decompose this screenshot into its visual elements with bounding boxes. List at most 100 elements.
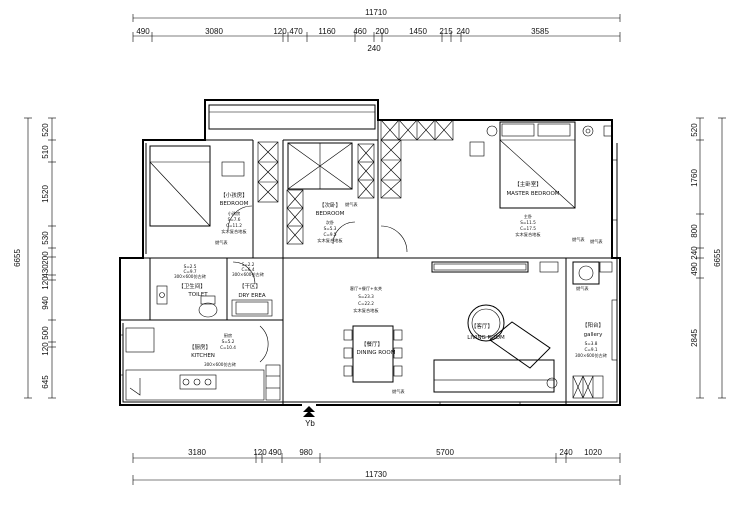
toilet-c: C=9.7 <box>183 269 196 274</box>
master-bedroom-note: 实木复合地板 <box>515 231 541 238</box>
dining-table <box>352 325 394 383</box>
right-dim-1: 520 <box>690 123 699 137</box>
dining-en: DINING ROOM <box>357 350 396 356</box>
gas-meter-label: 燃气表 <box>215 239 228 246</box>
kitchen-area-title: 厨房 <box>224 332 232 339</box>
second-bedroom: 【次卧】 BEDROOM 次卧 S=5.3 C=9.5 实木复合地板 燃气表 <box>287 142 358 245</box>
dry-area-note: 300×600仿古砖 <box>232 271 264 278</box>
dining-living-note: 实木复合地板 <box>353 307 379 314</box>
top-sub-dim: 240 <box>367 44 381 53</box>
desk <box>221 161 245 177</box>
dry-area: S=2.2 C=6.4 300×600仿古砖 【干区】 DRY EREA <box>231 261 273 317</box>
dining-living: 客厅+餐厅+玄关 S=23.3 C=22.2 实木复合地板 【餐厅】 DININ… <box>343 261 559 395</box>
top-dim-4: 470 <box>289 27 303 36</box>
toilet-cn: 【卫生间】 <box>178 282 206 290</box>
kids-bedroom-s: S=7.6 <box>228 217 241 222</box>
bottom-dim-5: 5700 <box>436 448 454 457</box>
toilet-bowl <box>198 302 218 318</box>
left-dim-5: 200 <box>41 251 50 265</box>
second-bedroom-en: BEDROOM <box>316 211 345 217</box>
left-dim-1: 520 <box>41 123 50 137</box>
balcony-s: S=3.8 <box>585 341 598 346</box>
top-dimensions: 11710 490 3080 120 470 1160 460 200 1450… <box>132 8 621 53</box>
stove <box>179 374 217 390</box>
left-dim-3: 1520 <box>41 185 50 203</box>
toilet-en: TOILET <box>187 292 208 298</box>
top-total-dim: 11710 <box>365 8 387 17</box>
left-dim-2: 510 <box>41 145 50 159</box>
kitchen-note: 300×600仿古砖 <box>204 361 236 368</box>
left-dim-9: 500 <box>41 326 50 340</box>
left-dim-10: 120 <box>41 342 50 356</box>
door-swing <box>232 261 256 285</box>
dry-area-cn: 【干区】 <box>239 283 261 290</box>
balcony: 【阳台】 gallery S=3.8 C=9.1 300×600仿古砖 燃气表 … <box>572 238 613 399</box>
second-bedroom-s: S=5.3 <box>324 226 337 231</box>
right-dim-4: 240 <box>690 246 699 260</box>
left-dimensions: 6655 520 510 1520 530 200 430 120 940 50… <box>13 117 56 399</box>
top-dim-9: 215 <box>439 27 453 36</box>
living-cn: 【客厅】 <box>471 322 493 330</box>
bed <box>499 121 576 209</box>
left-dim-11: 645 <box>41 375 50 389</box>
right-dim-6: 2845 <box>690 329 699 347</box>
bottom-dim-4: 980 <box>299 448 313 457</box>
entrance: Yb <box>302 403 316 428</box>
balcony-note: 300×600仿古砖 <box>575 352 607 359</box>
toilet-note: 300×600仿古砖 <box>174 273 206 280</box>
top-dim-7: 200 <box>375 27 389 36</box>
master-bedroom-cn: 【主卧室】 <box>514 180 542 188</box>
bed <box>149 145 211 227</box>
gas-meter-label: 燃气表 <box>392 388 405 395</box>
left-dim-6: 430 <box>41 264 50 278</box>
kitchen-c: C=10.4 <box>220 345 236 350</box>
washbasin <box>231 299 273 317</box>
kitchen-cn: 【厨房】 <box>189 343 211 351</box>
second-bedroom-cn: 【次卧】 <box>319 201 341 209</box>
top-dim-1: 490 <box>136 27 150 36</box>
tv-cabinet <box>431 261 529 273</box>
right-dimensions: 520 1760 800 240 490 2845 6655 <box>690 117 726 399</box>
dining-living-area-title: 客厅+餐厅+玄关 <box>350 285 382 292</box>
bottom-dim-1: 3180 <box>188 448 206 457</box>
gas-meter-label: 燃气表 <box>576 285 589 292</box>
left-dim-4: 530 <box>41 231 50 245</box>
bottom-dim-2: 120 <box>253 448 267 457</box>
top-dim-3: 120 <box>273 27 287 36</box>
master-bedroom-area-title: 主卧 <box>524 213 532 220</box>
toilet: S=2.5 C=9.7 300×600仿古砖 【卫生间】 TOILET <box>156 264 218 318</box>
kids-bedroom-note: 实木复合地板 <box>221 228 247 235</box>
top-dim-8: 1450 <box>409 27 427 36</box>
kids-bedroom-area-title: 小孩房 <box>228 210 241 217</box>
right-dim-5: 490 <box>690 262 699 276</box>
chair <box>469 141 485 157</box>
kitchen-en: KITCHEN <box>191 353 215 359</box>
sofa <box>433 359 555 393</box>
gas-meter-label: 燃气表 <box>590 238 603 245</box>
door-swing <box>259 325 269 363</box>
bottom-dimensions: 3180 120 490 980 5700 240 1020 11730 <box>132 448 621 485</box>
entrance-label: Yb <box>305 419 315 428</box>
door-swing <box>332 221 356 245</box>
kitchen-s: S=5.2 <box>222 339 235 344</box>
top-dim-2: 3080 <box>205 27 223 36</box>
storage-cabinet <box>572 375 604 399</box>
washing-machine <box>572 261 600 285</box>
right-total-dim: 6655 <box>713 249 722 267</box>
kids-bedroom-c: C=11.2 <box>226 223 242 228</box>
second-bedroom-area-title: 次卧 <box>326 219 334 226</box>
bottom-dim-6: 240 <box>559 448 573 457</box>
left-dim-8: 940 <box>41 296 50 310</box>
top-dim-10: 240 <box>456 27 470 36</box>
lamp <box>486 125 498 137</box>
right-dim-2: 1760 <box>690 169 699 187</box>
bottom-total-dim: 11730 <box>365 470 387 479</box>
bottom-dim-7: 1020 <box>584 448 602 457</box>
coffee-table <box>467 304 505 342</box>
top-dim-6: 460 <box>353 27 367 36</box>
top-dim-5: 1160 <box>318 27 336 36</box>
top-dim-11: 3585 <box>531 27 549 36</box>
gas-meter-label: 燃气表 <box>572 236 585 243</box>
dining-living-s: S=23.3 <box>358 294 374 299</box>
